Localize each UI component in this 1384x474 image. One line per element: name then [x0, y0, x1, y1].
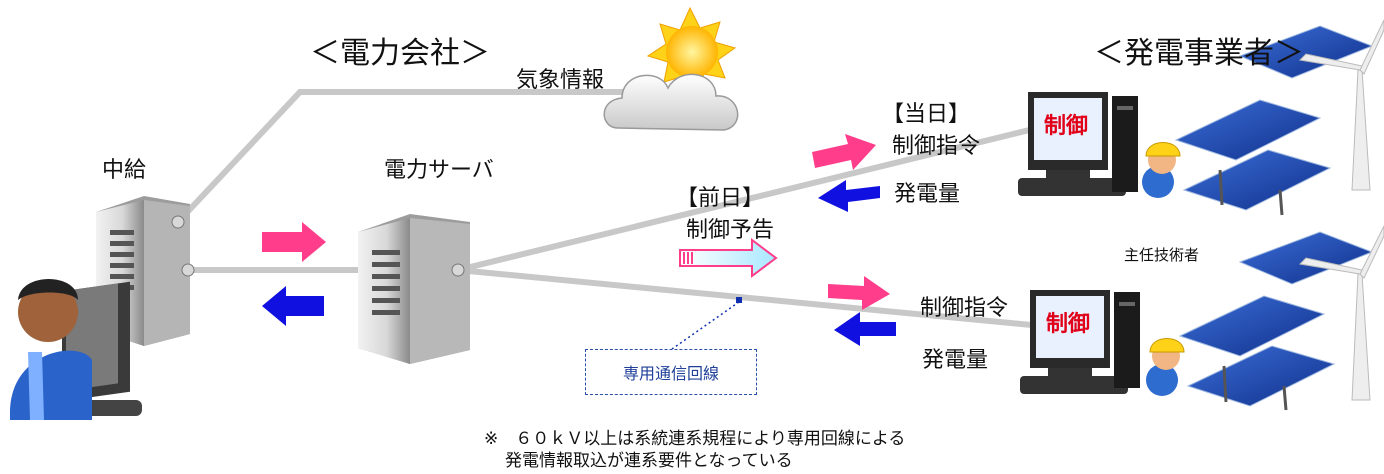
generation-amount-upper-label: 発電量 [894, 182, 961, 207]
blue-arrow-lower [834, 312, 896, 346]
previous-day-label: 【前日】 [676, 186, 765, 211]
pc-tower-upper-icon [1112, 96, 1138, 192]
solar-panel-upper-icon [1174, 25, 1374, 216]
upper-generator-site [1018, 19, 1384, 216]
solar-panel-lower-icon [1178, 231, 1374, 411]
pink-arrow-lower [828, 276, 890, 310]
footnote-line-2: 発電情報取込が連系要件となっている [505, 451, 793, 471]
footnote-line-1: ※ ６０ｋＶ以上は系統連系規程により専用回線による [484, 429, 906, 449]
dedicated-line-callout: 専用通信回線 [585, 349, 757, 395]
generator-operator-title: ＜発電事業者＞ [1094, 36, 1304, 71]
control-notice-label: 制御予告 [686, 218, 775, 243]
power-server-icon [358, 214, 470, 364]
previous-day-notice-arrow [679, 238, 778, 278]
chief-engineer-label: 主任技術者 [1124, 246, 1200, 264]
dedicated-line-pointer [671, 301, 740, 350]
weather-line [175, 89, 643, 225]
power-company-title: ＜電力会社＞ [310, 36, 490, 71]
sun-icon [646, 6, 737, 93]
dedicated-line-marker [736, 297, 742, 303]
weather-info-label: 気象情報 [516, 68, 605, 93]
weather-icon [603, 6, 739, 131]
cloud-icon [603, 73, 739, 131]
lower-generator-site [1020, 225, 1384, 411]
generation-amount-lower-label: 発電量 [922, 348, 989, 373]
connection-lines [175, 89, 1055, 330]
control-command-lower-label: 制御指令 [920, 296, 1009, 321]
pc-tower-lower-icon [1114, 292, 1140, 388]
screen-control-upper: 制御 [1044, 114, 1089, 139]
blue-arrow-server-dispatch [262, 286, 324, 326]
pink-arrow-dispatch-server [262, 222, 326, 262]
server-lower-line [455, 267, 1055, 330]
server-upper-line [455, 122, 1053, 273]
power-server-label: 電力サーバ [384, 158, 494, 183]
wind-turbine-upper-icon [1298, 19, 1384, 191]
pink-arrow-upper [812, 134, 876, 170]
dedicated-line-label: 専用通信回線 [622, 364, 719, 383]
same-day-label: 【当日】 [882, 102, 971, 127]
operator-pc-icon [10, 279, 142, 420]
central-dispatch-label: 中給 [102, 158, 147, 183]
screen-control-lower: 制御 [1046, 312, 1091, 337]
blue-arrow-upper [818, 180, 880, 212]
wind-turbine-lower-icon [1298, 225, 1384, 401]
control-command-upper-label: 制御指令 [892, 134, 981, 159]
